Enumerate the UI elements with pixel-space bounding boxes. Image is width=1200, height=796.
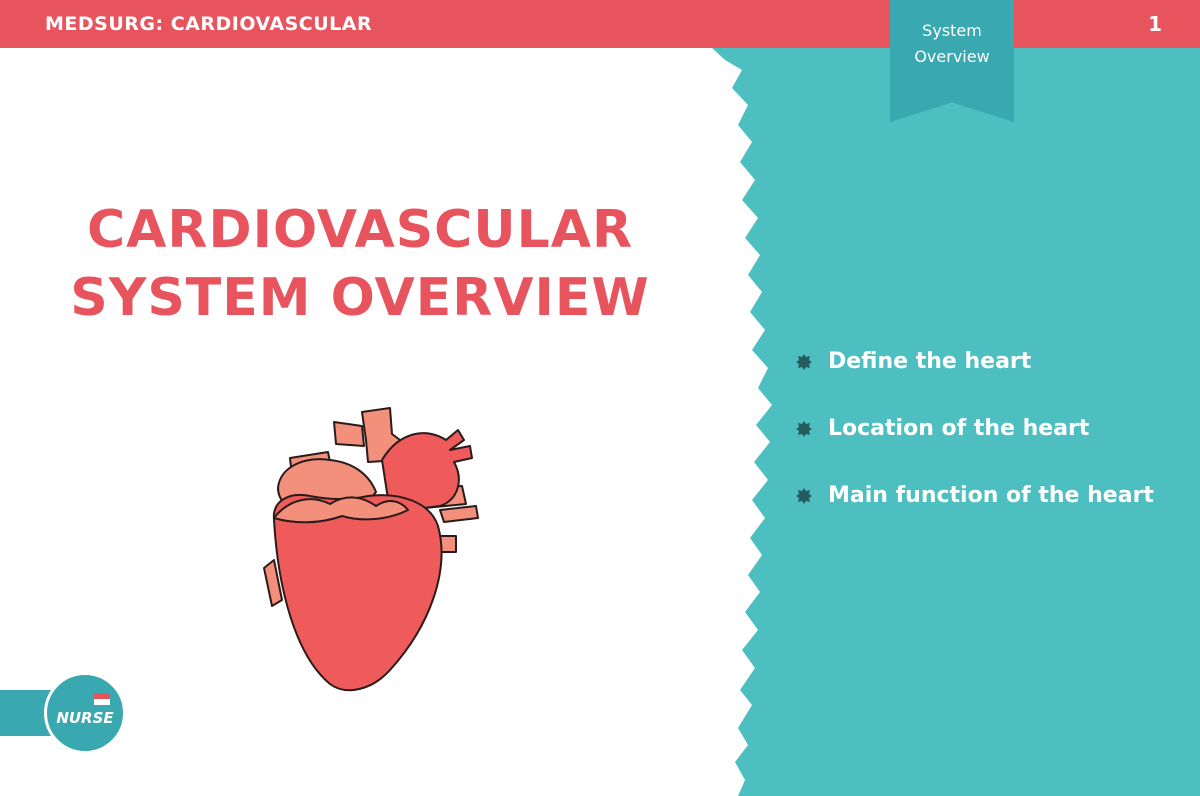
topic-item-location: Location of the heart <box>796 412 1154 479</box>
section-ribbon: System Overview <box>890 0 1014 122</box>
star-burst-icon <box>796 488 812 504</box>
page-number: 1 <box>1148 12 1162 36</box>
nurse-scrubs-logo-icon: NURSE <box>44 672 126 754</box>
title-line-2: SYSTEM OVERVIEW <box>70 268 650 328</box>
ribbon-line-1: System <box>922 21 982 40</box>
topic-item-define: Define the heart <box>796 345 1154 412</box>
header-bar: MEDSURG: CARDIOVASCULAR 1 <box>0 0 1200 48</box>
topic-label: Main function of the heart <box>828 483 1154 508</box>
anatomical-heart-icon <box>263 407 479 692</box>
topic-label: Location of the heart <box>828 416 1090 441</box>
topic-item-function: Main function of the heart <box>796 479 1154 546</box>
logo-text: NURSE <box>56 709 114 727</box>
flag-icon <box>94 693 110 705</box>
star-burst-icon <box>796 354 812 370</box>
title-line-1: CARDIOVASCULAR <box>87 200 633 260</box>
star-burst-icon <box>796 421 812 437</box>
ribbon-line-2: Overview <box>914 47 990 66</box>
topic-label: Define the heart <box>828 349 1032 374</box>
course-title: MEDSURG: CARDIOVASCULAR <box>45 13 373 35</box>
page-title: CARDIOVASCULAR SYSTEM OVERVIEW <box>40 196 680 332</box>
topic-list: Define the heart Location of the heart M… <box>796 345 1154 546</box>
